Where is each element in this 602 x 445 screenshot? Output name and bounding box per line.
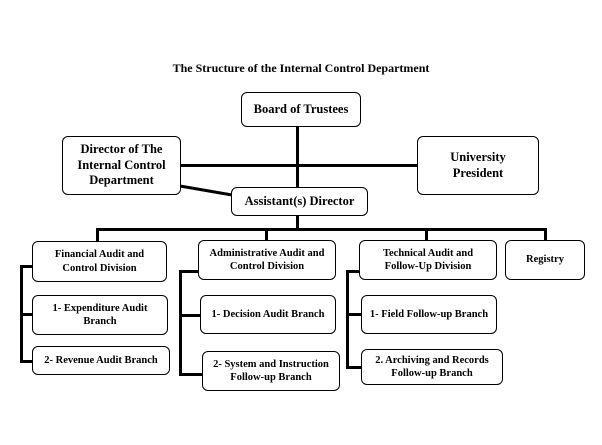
connector-administrative-b1 — [179, 314, 201, 317]
connector-board-stem — [296, 126, 299, 166]
node-system-instruction-branch-label: 2- System and Instruction Follow-up Bran… — [213, 358, 329, 383]
node-archiving-records-branch: 2. Archiving and Records Follow-up Branc… — [361, 349, 503, 385]
node-field-follow-up-branch: 1- Field Follow-up Branch — [361, 295, 497, 334]
node-decision-audit-branch: 1- Decision Audit Branch — [200, 295, 336, 334]
connector-drop-registry — [544, 228, 547, 241]
node-revenue-audit-branch-label: 2- Revenue Audit Branch — [44, 354, 158, 366]
connector-financial-b1 — [20, 313, 33, 316]
chart-title: The Structure of the Internal Control De… — [172, 61, 430, 75]
connector-director-president — [180, 164, 418, 167]
node-director-label: Director of The Internal Control Departm… — [77, 142, 166, 188]
node-expenditure-audit-branch: 1- Expenditure Audit Branch — [32, 295, 168, 335]
node-registry-label: Registry — [526, 254, 564, 266]
connector-administrative-b2 — [179, 373, 203, 376]
node-revenue-audit-branch: 2- Revenue Audit Branch — [32, 346, 170, 375]
node-technical-division-label: Technical Audit and Follow-Up Division — [382, 247, 474, 272]
node-assistant-director-label: Assistant(s) Director — [244, 193, 355, 208]
node-administrative-division: Administrative Audit and Control Divisio… — [198, 240, 336, 280]
node-financial-division: Financial Audit and Control Division — [32, 241, 167, 282]
connector-administrative-top — [179, 270, 199, 273]
node-university-president: University President — [417, 136, 539, 195]
connector-technical-top — [346, 270, 360, 273]
connector-drop-financial — [96, 228, 99, 242]
connector-technical-b2 — [346, 366, 362, 369]
connector-assistant-stem — [296, 164, 299, 188]
node-system-instruction-branch: 2- System and Instruction Follow-up Bran… — [202, 351, 340, 391]
node-field-follow-up-branch-label: 1- Field Follow-up Branch — [369, 308, 489, 320]
node-administrative-division-label: Administrative Audit and Control Divisio… — [209, 247, 325, 272]
node-board-of-trustees-label: Board of Trustees — [253, 101, 349, 116]
node-assistant-director: Assistant(s) Director — [231, 187, 368, 216]
connector-administrative-spine — [179, 270, 182, 376]
node-technical-division: Technical Audit and Follow-Up Division — [359, 240, 497, 280]
connector-drop-administrative — [265, 228, 268, 241]
node-registry: Registry — [505, 240, 585, 280]
connector-division-bus — [96, 228, 547, 231]
connector-technical-b1 — [346, 313, 362, 316]
connector-technical-spine — [346, 270, 349, 369]
node-archiving-records-branch-label: 2. Archiving and Records Follow-up Branc… — [375, 354, 489, 379]
node-board-of-trustees: Board of Trustees — [241, 92, 361, 127]
connector-financial-b2 — [20, 360, 33, 363]
node-university-president-label: University President — [450, 149, 506, 180]
node-director: Director of The Internal Control Departm… — [62, 136, 181, 195]
node-financial-division-label: Financial Audit and Control Division — [54, 249, 145, 274]
node-decision-audit-branch-label: 1- Decision Audit Branch — [211, 308, 325, 320]
connector-financial-top — [20, 265, 33, 268]
connector-assistant-down — [296, 216, 299, 230]
node-expenditure-audit-branch-label: 1- Expenditure Audit Branch — [52, 302, 148, 327]
connector-drop-technical — [425, 228, 428, 241]
